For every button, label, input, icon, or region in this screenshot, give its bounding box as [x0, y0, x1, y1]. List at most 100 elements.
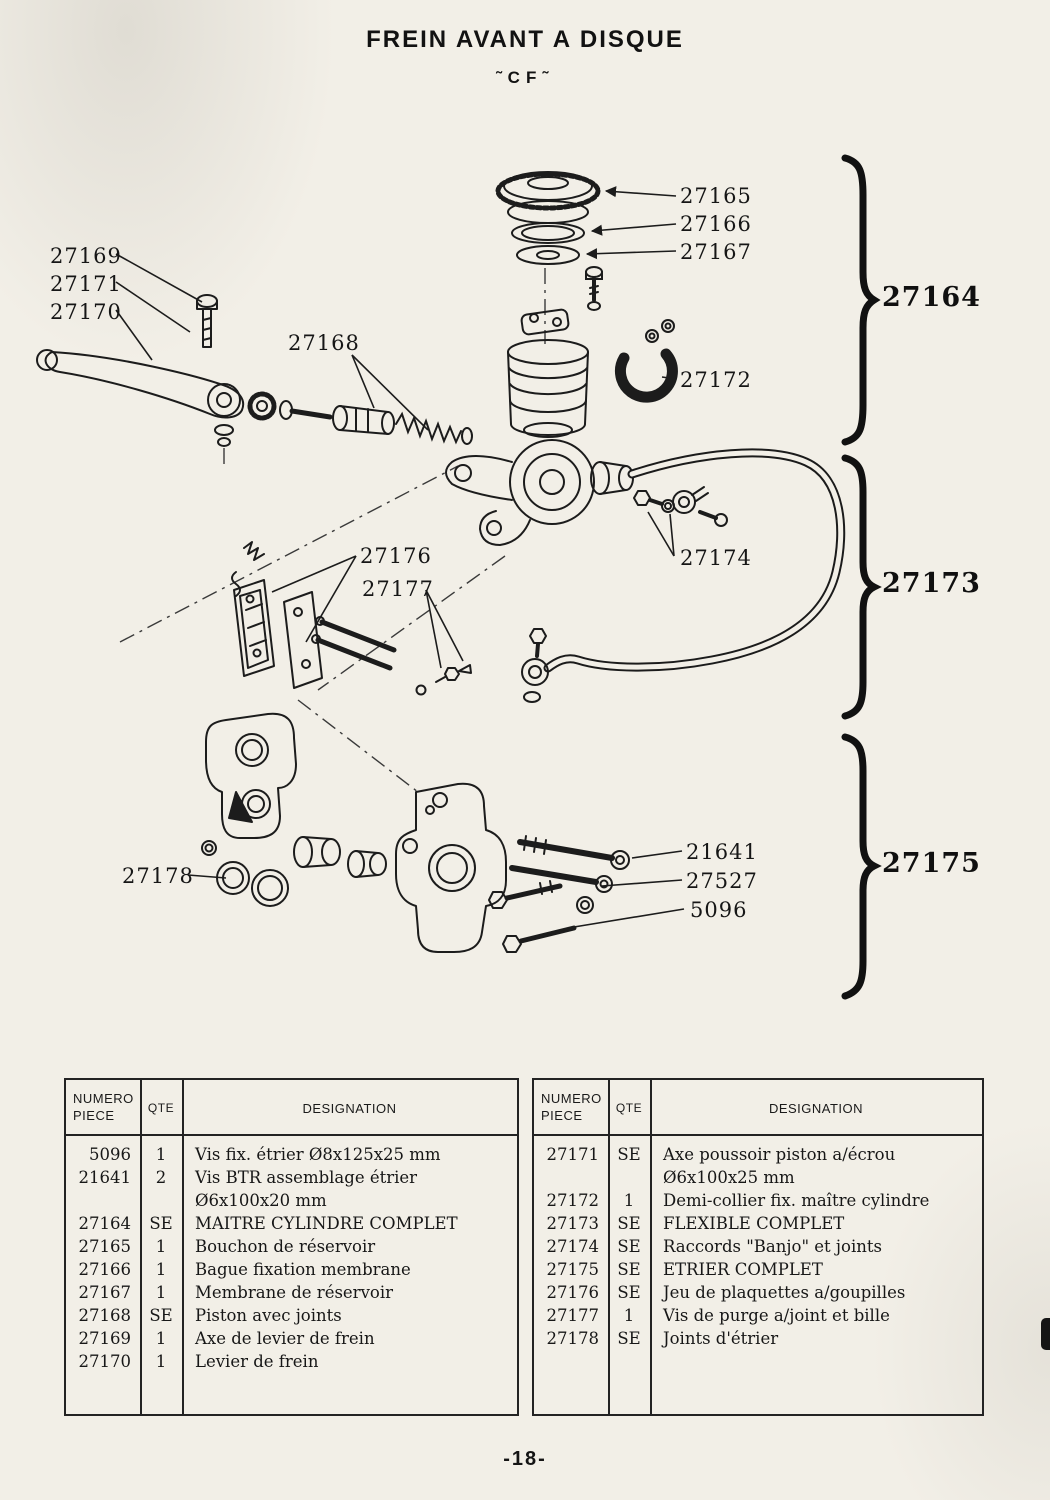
header-qte: QTE: [147, 1101, 175, 1115]
collar-drawing: [614, 319, 678, 403]
cell-qte: 1: [155, 1260, 167, 1279]
cell-qte: SE: [617, 1214, 641, 1233]
cell-designation: Bouchon de réservoir: [195, 1237, 376, 1256]
master-cylinder-drawing: [445, 439, 634, 547]
header-qte: QTE: [615, 1101, 643, 1115]
part-label-27167: 27167: [680, 240, 752, 264]
header-designation: DESIGNATION: [302, 1101, 397, 1116]
part-label-5096: 5096: [690, 898, 748, 922]
parts-table-right: NUMERO PIECE QTE DESIGNATION 27171 SE Ax…: [532, 1078, 984, 1416]
cell-numero: 27173: [546, 1214, 600, 1233]
table-row: 5096 1 Vis fix. étrier Ø8x125x25 mm: [66, 1143, 517, 1166]
cell-designation: FLEXIBLE COMPLET: [663, 1214, 845, 1233]
table-row: 27173 SE FLEXIBLE COMPLET: [534, 1212, 982, 1235]
part-label-27178: 27178: [122, 864, 194, 888]
table-row: 27176 SE Jeu de plaquettes a/goupilles: [534, 1281, 982, 1304]
part-label-27165: 27165: [680, 184, 752, 208]
table-row: 27172 1 Demi-collier fix. maître cylindr…: [534, 1189, 982, 1212]
cell-qte: 2: [155, 1168, 167, 1187]
cell-qte: [140, 1189, 182, 1212]
table-row: 27174 SE Raccords "Banjo" et joints: [534, 1235, 982, 1258]
part-label-27527: 27527: [686, 869, 758, 893]
cell-qte: 1: [155, 1329, 167, 1348]
cell-qte: 1: [155, 1237, 167, 1256]
part-label-27176: 27176: [360, 544, 432, 568]
cell-designation: Jeu de plaquettes a/goupilles: [663, 1283, 906, 1302]
cell-designation: Levier de frein: [195, 1352, 319, 1371]
cell-designation: ETRIER COMPLET: [663, 1260, 823, 1279]
table-row: 27178 SE Joints d'étrier: [534, 1327, 982, 1350]
part-label-27171: 27171: [50, 272, 122, 296]
group-brackets: [841, 154, 882, 1000]
cell-numero: 27174: [546, 1237, 600, 1256]
cell-qte: 1: [623, 1191, 635, 1210]
column-divider: [182, 1080, 184, 1414]
cell-qte: SE: [149, 1214, 173, 1233]
cell-qte: SE: [149, 1306, 173, 1325]
cell-numero: 27172: [546, 1191, 600, 1210]
cell-qte: 1: [155, 1283, 167, 1302]
piston-spring-drawing: [332, 405, 473, 445]
caliper-pistons-drawing: [293, 836, 387, 878]
cell-numero: 27167: [78, 1283, 132, 1302]
group-label-27173: 27173: [882, 568, 981, 599]
cell-designation: Piston avec joints: [195, 1306, 342, 1325]
cell-numero: 27165: [78, 1237, 132, 1256]
cell-designation: Raccords "Banjo" et joints: [663, 1237, 882, 1256]
table-header: NUMERO PIECE QTE DESIGNATION: [66, 1080, 517, 1136]
cell-designation: Vis BTR assemblage étrier: [195, 1168, 418, 1187]
cell-numero: [66, 1189, 140, 1212]
cell-designation: Vis fix. étrier Ø8x125x25 mm: [195, 1145, 441, 1164]
header-numero-piece: NUMERO PIECE: [541, 1091, 602, 1123]
cell-designation: MAITRE CYLINDRE COMPLET: [195, 1214, 458, 1233]
bracket-27175: [841, 733, 882, 1000]
caliper-bolts-drawing: [488, 835, 630, 953]
page-number: -18-: [503, 1448, 547, 1470]
cell-designation: Ø6x100x20 mm: [195, 1191, 327, 1210]
banjo-fittings-drawing: [633, 486, 728, 527]
table-row: 27171 SE Axe poussoir piston a/écrou: [534, 1143, 982, 1166]
table-row: 27168 SE Piston avec joints: [66, 1304, 517, 1327]
header-numero-piece: NUMERO PIECE: [73, 1091, 134, 1123]
table-row: Ø6x100x25 mm: [534, 1166, 982, 1189]
cell-numero: 27166: [78, 1260, 132, 1279]
cell-numero: 27171: [546, 1145, 600, 1164]
page-subtitle: ˜CF˜: [496, 68, 554, 87]
cell-designation: Axe de levier de frein: [195, 1329, 375, 1348]
table-row: 27175 SE ETRIER COMPLET: [534, 1258, 982, 1281]
cell-numero: 27170: [78, 1352, 132, 1371]
table-row: 27166 1 Bague fixation membrane: [66, 1258, 517, 1281]
cell-qte: SE: [617, 1237, 641, 1256]
table-body: 27171 SE Axe poussoir piston a/écrou Ø6x…: [534, 1136, 982, 1350]
cell-numero: 27164: [78, 1214, 132, 1233]
table-row: 27177 1 Vis de purge a/joint et bille: [534, 1304, 982, 1327]
cell-qte: [608, 1166, 650, 1189]
part-label-27172: 27172: [680, 368, 752, 392]
cell-designation: Axe poussoir piston a/écrou: [663, 1145, 896, 1164]
part-label-27168: 27168: [288, 331, 360, 355]
cell-designation: Ø6x100x25 mm: [663, 1168, 795, 1187]
cell-qte: SE: [617, 1145, 641, 1164]
cell-numero: 27175: [546, 1260, 600, 1279]
part-label-27169: 27169: [50, 244, 122, 268]
cell-numero: 21641: [78, 1168, 132, 1187]
column-divider: [650, 1080, 652, 1414]
table-row: 27167 1 Membrane de réservoir: [66, 1281, 517, 1304]
reservoir-body-drawing: [507, 308, 589, 438]
cell-numero: 5096: [89, 1145, 131, 1164]
cell-designation: Vis de purge a/joint et bille: [663, 1306, 890, 1325]
cell-numero: 27178: [546, 1329, 600, 1348]
cell-designation: Bague fixation membrane: [195, 1260, 411, 1279]
table-row: 21641 2 Vis BTR assemblage étrier: [66, 1166, 517, 1189]
table-row: 27165 1 Bouchon de réservoir: [66, 1235, 517, 1258]
bracket-27164: [841, 154, 881, 446]
cell-designation: Joints d'étrier: [663, 1329, 779, 1348]
cell-numero: 27177: [546, 1306, 600, 1325]
caliper-right-drawing: [395, 782, 507, 953]
part-label-27170: 27170: [50, 300, 122, 324]
cell-qte: 1: [623, 1306, 635, 1325]
cell-numero: 27169: [78, 1329, 132, 1348]
part-label-27177: 27177: [362, 577, 434, 601]
parts-table-left: NUMERO PIECE QTE DESIGNATION 5096 1 Vis …: [64, 1078, 519, 1416]
column-divider: [608, 1080, 610, 1414]
